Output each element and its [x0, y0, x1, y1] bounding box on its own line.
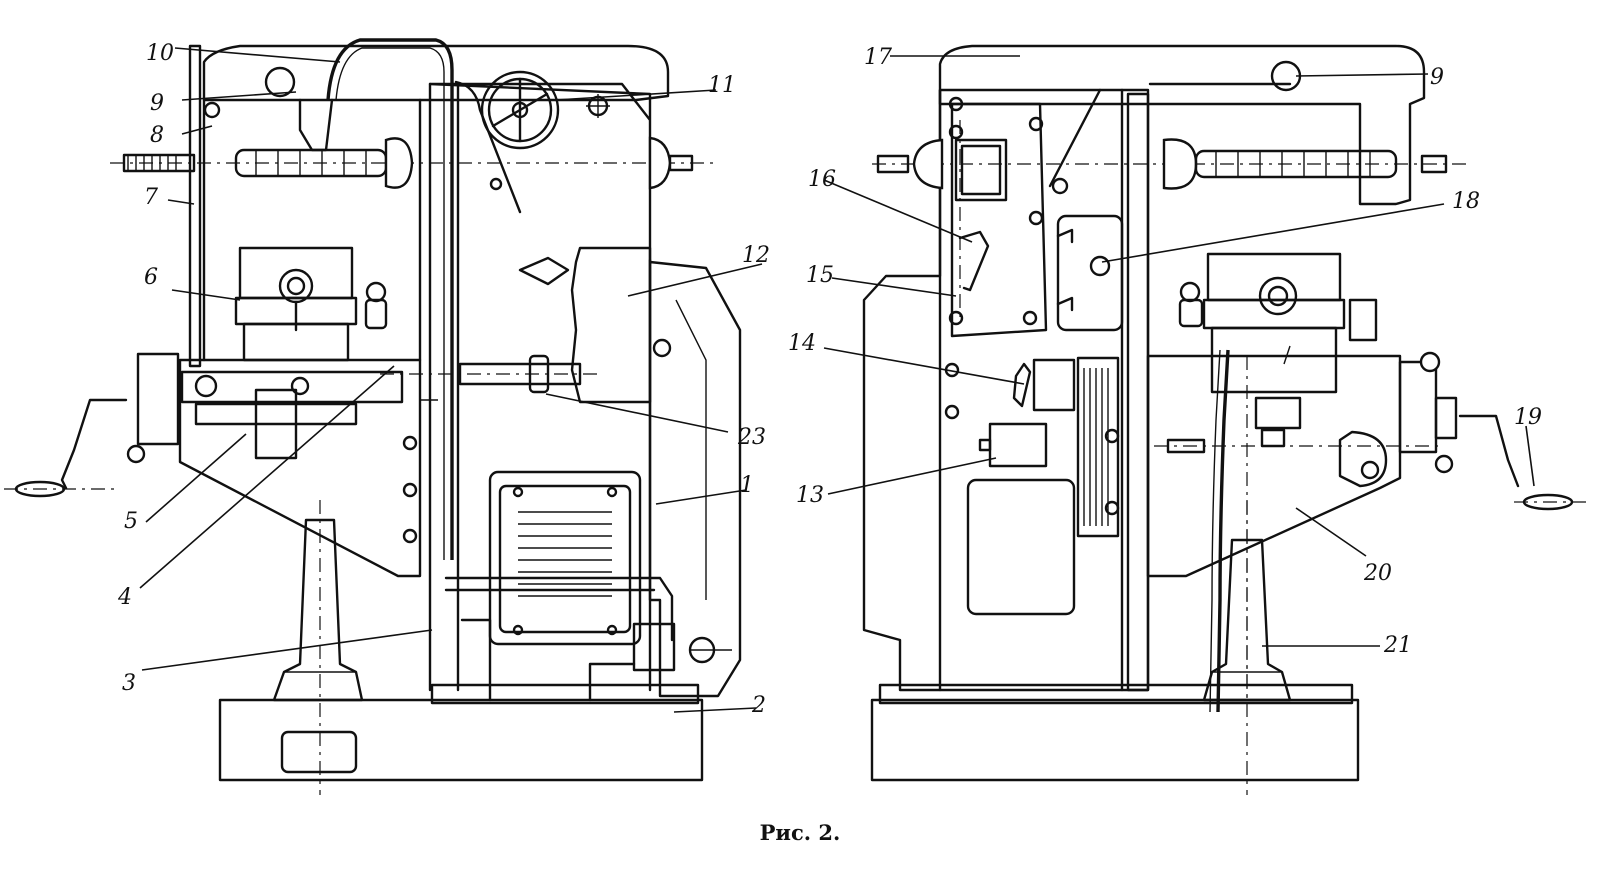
callout-7: 7 — [144, 185, 158, 210]
control-box-12 — [380, 246, 672, 404]
callout-17: 17 — [864, 45, 892, 70]
table-box-6 — [234, 246, 388, 362]
callout-18: 18 — [1452, 189, 1480, 214]
callout-3: 3 — [122, 671, 136, 696]
base-plate-left — [218, 683, 704, 782]
callout-1: 1 — [740, 473, 754, 498]
callout-23: 23 — [737, 425, 766, 450]
left-view — [4, 38, 742, 795]
callout-5: 5 — [124, 509, 138, 534]
callout-12: 12 — [742, 243, 770, 268]
overarm-left — [188, 44, 670, 368]
column-body — [428, 82, 742, 698]
column-fittings — [203, 66, 418, 544]
coolant-pump — [444, 576, 732, 702]
handwheel-top — [480, 70, 610, 150]
callout-4: 4 — [117, 585, 132, 610]
table-crank-left — [4, 352, 404, 498]
callout-10: 10 — [146, 41, 174, 66]
arbor-right — [872, 138, 1466, 190]
callout-14: 14 — [788, 331, 816, 356]
callout-9-right: 9 — [1430, 65, 1444, 90]
right-view — [862, 44, 1590, 795]
arbor-left — [110, 136, 715, 190]
support-pedestal — [272, 500, 364, 795]
box-14 — [944, 358, 1076, 420]
base-plate-right — [870, 683, 1360, 782]
callout-21: 21 — [1383, 633, 1412, 658]
callout-19: 19 — [1514, 405, 1542, 430]
figure-caption: Рис. 2. — [759, 820, 841, 845]
hose-left — [298, 38, 522, 560]
callout-labels: 10 9 8 7 6 5 4 3 11 12 23 1 2 17 9 16 18… — [117, 41, 1542, 718]
callout-9: 9 — [150, 91, 164, 116]
callout-16: 16 — [808, 167, 836, 192]
table-right — [1178, 252, 1378, 448]
knee-right — [1146, 351, 1590, 578]
leader-lines — [139, 47, 1535, 713]
callout-6: 6 — [144, 265, 158, 290]
callout-11: 11 — [708, 73, 736, 98]
electrical-panel — [948, 88, 1102, 338]
cable-right — [1209, 349, 1248, 713]
callout-2: 2 — [751, 693, 766, 718]
motor-door-left — [488, 470, 642, 646]
callout-8: 8 — [150, 123, 164, 148]
box-18 — [1056, 214, 1124, 332]
knee-left — [178, 358, 438, 578]
box-13 — [966, 356, 1120, 616]
callout-20: 20 — [1363, 561, 1392, 586]
callout-13: 13 — [796, 483, 824, 508]
callout-15: 15 — [806, 263, 834, 288]
